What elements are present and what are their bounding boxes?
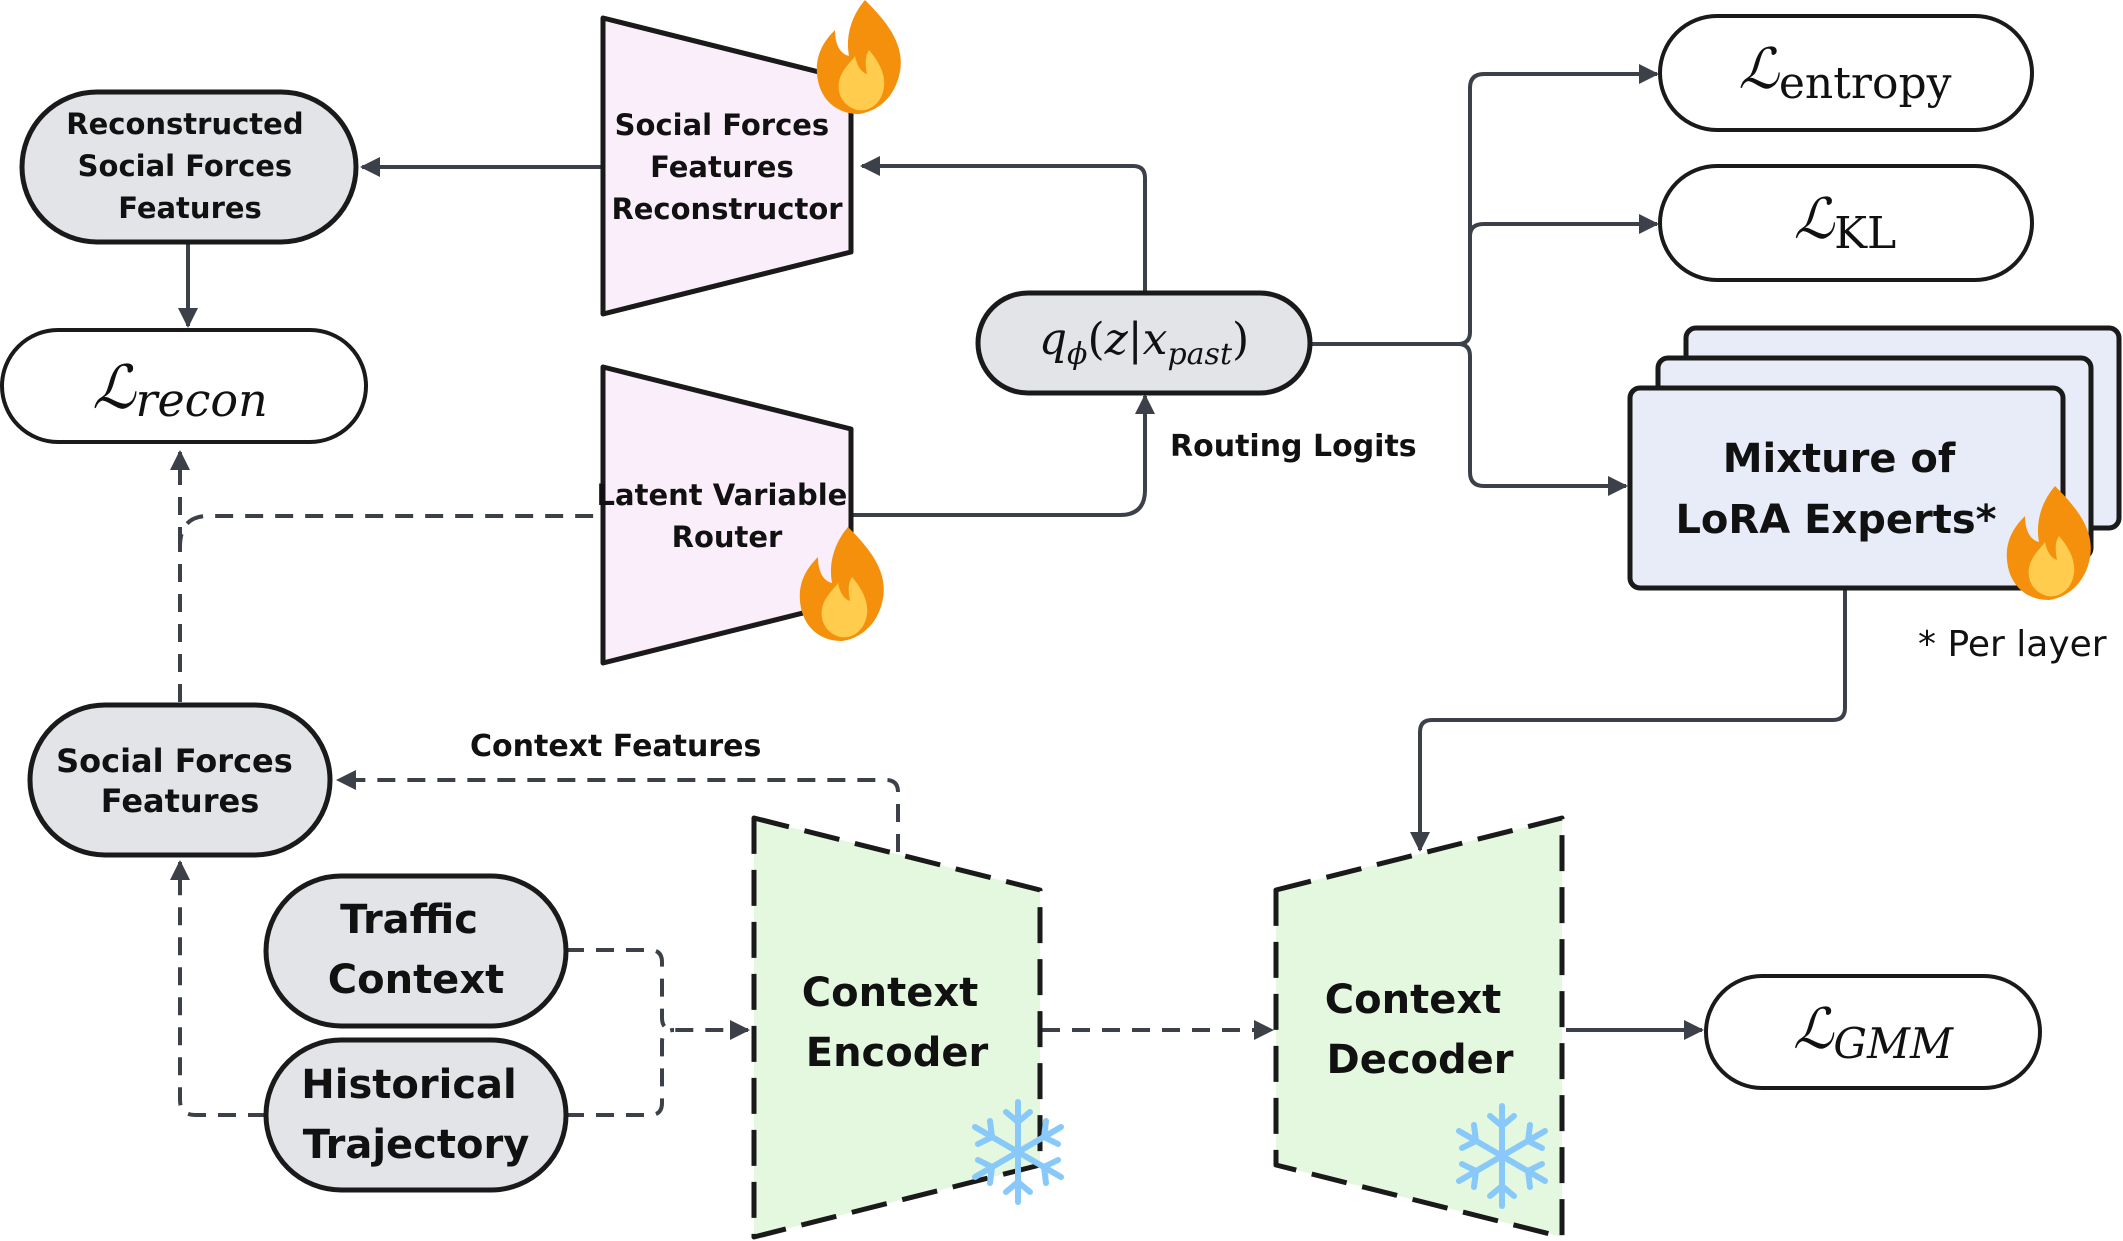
- latent-router-node: Latent Variable Router: [597, 364, 884, 666]
- historical-line-2: Trajectory: [303, 1122, 530, 1168]
- encoder-line-1: Context: [802, 970, 978, 1016]
- posterior-node: qϕ(z|xpast): [975, 290, 1313, 396]
- routing-logits-label: Routing Logits: [1170, 429, 1417, 464]
- loss-gmm-subscript: GMM: [1833, 1019, 1954, 1068]
- edge-traffic-to-encoder: [566, 948, 750, 1040]
- edge-historical-to-socialforces: [170, 860, 266, 1117]
- edge-posterior-to-entropy: [1312, 64, 1659, 346]
- edge-posterior-to-lora: [1457, 342, 1628, 496]
- context-encoder-node: Context Encoder: [751, 815, 1061, 1240]
- loss-gmm-node: ℒGMM: [1704, 974, 2042, 1090]
- svg-text:Mixture of LoRA Experts*: Mixture of LoRA Experts*: [1675, 436, 1996, 543]
- svg-text:Traffic Context: Traffic Context: [328, 897, 504, 1003]
- edge-posterior-to-reconstructor: [860, 156, 1147, 291]
- reconstructed-features-node: Reconstructed Social Forces Features: [19, 89, 359, 245]
- edge-lora-to-decoder: [1410, 590, 1847, 852]
- edge-historical-to-encoder: [566, 1028, 675, 1117]
- traffic-context-node: Traffic Context: [263, 873, 569, 1029]
- posterior-close: ): [1232, 314, 1249, 365]
- reconstructed-line-2: Social Forces: [78, 149, 293, 183]
- svg-text:ℒGMM: ℒGMM: [1793, 997, 1954, 1068]
- posterior-phi: ϕ: [1067, 337, 1087, 372]
- posterior-x: x: [1143, 314, 1168, 365]
- reconstructor-line-1: Social Forces: [615, 108, 830, 142]
- svg-text:Context Encoder: Context Encoder: [802, 970, 992, 1076]
- reconstructor-line-3: Reconstructor: [611, 192, 843, 226]
- lora-line-2: LoRA Experts*: [1675, 497, 1996, 543]
- loss-gmm-symbol: ℒ: [1793, 997, 1835, 1062]
- reconstructed-line-3: Features: [118, 191, 262, 225]
- decoder-line-1: Context: [1325, 977, 1501, 1023]
- posterior-q: q: [1039, 314, 1067, 365]
- reconstructed-line-1: Reconstructed: [66, 107, 303, 141]
- edge-socialforces-to-lrecon: [178, 514, 598, 702]
- edge-router-to-posterior: [852, 394, 1155, 517]
- social-forces-features-node: Social Forces Features: [27, 702, 333, 858]
- decoder-line-2: Decoder: [1326, 1037, 1513, 1083]
- per-layer-note: * Per layer: [1918, 624, 2107, 665]
- trainable-flame-icon: [816, 0, 901, 114]
- svg-text:Latent Variable Router: Latent Variable Router: [597, 478, 858, 554]
- encoder-line-2: Encoder: [806, 1030, 989, 1076]
- sf-reconstructor-node: Social Forces Features Reconstructor: [600, 0, 901, 317]
- traffic-line-2: Context: [328, 957, 504, 1003]
- posterior-open: (: [1087, 314, 1104, 365]
- svg-text:qϕ(z|xpast): qϕ(z|xpast): [1039, 314, 1249, 372]
- router-line-1: Latent Variable: [597, 478, 848, 512]
- loss-entropy-symbol: ℒ: [1739, 37, 1781, 102]
- svg-text:ℒKL: ℒKL: [1794, 187, 1896, 259]
- loss-recon-subscript: recon: [135, 373, 267, 427]
- context-decoder-node: Context Decoder: [1273, 815, 1565, 1240]
- lora-line-1: Mixture of: [1723, 436, 1956, 482]
- svg-text:ℒrecon: ℒrecon: [92, 353, 268, 427]
- context-features-label: Context Features: [470, 729, 761, 764]
- socialforces-line-2: Features: [101, 782, 259, 820]
- edge-encoder-to-socialforces: [336, 770, 900, 852]
- posterior-bar: |: [1128, 314, 1143, 365]
- router-line-2: Router: [672, 520, 783, 554]
- edge-posterior-to-kl: [1468, 214, 1659, 237]
- svg-text:Social Forces Features: Social Forces Features Reconstructor: [611, 108, 843, 226]
- loss-kl-node: ℒKL: [1658, 164, 2034, 282]
- posterior-past: past: [1167, 337, 1232, 372]
- loss-entropy-subscript: entropy: [1779, 58, 1952, 109]
- mixture-lora-experts-node: Mixture of LoRA Experts*: [1627, 325, 2122, 600]
- svg-text:Reconstructed Social For: Reconstructed Social Forces Features: [66, 107, 313, 225]
- historical-line-1: Historical: [301, 1062, 516, 1108]
- loss-kl-subscript: KL: [1834, 208, 1896, 259]
- posterior-z: z: [1104, 314, 1129, 365]
- socialforces-line-1: Social Forces: [56, 742, 293, 780]
- traffic-line-1: Traffic: [340, 897, 478, 943]
- svg-text:Social Forces Features: Social Forces Features: [56, 742, 304, 820]
- loss-recon-symbol: ℒ: [92, 353, 137, 423]
- loss-entropy-node: ℒentropy: [1658, 14, 2034, 132]
- loss-kl-symbol: ℒ: [1794, 187, 1836, 252]
- historical-trajectory-node: Historical Trajectory: [263, 1037, 569, 1193]
- reconstructor-line-2: Features: [650, 150, 794, 184]
- svg-text:ℒentropy: ℒentropy: [1739, 37, 1952, 109]
- svg-text:Context Decoder: Context Decoder: [1325, 977, 1515, 1083]
- loss-recon-node: ℒrecon: [0, 328, 368, 444]
- svg-text:Historical Trajectory: Historical Trajectory: [301, 1062, 530, 1168]
